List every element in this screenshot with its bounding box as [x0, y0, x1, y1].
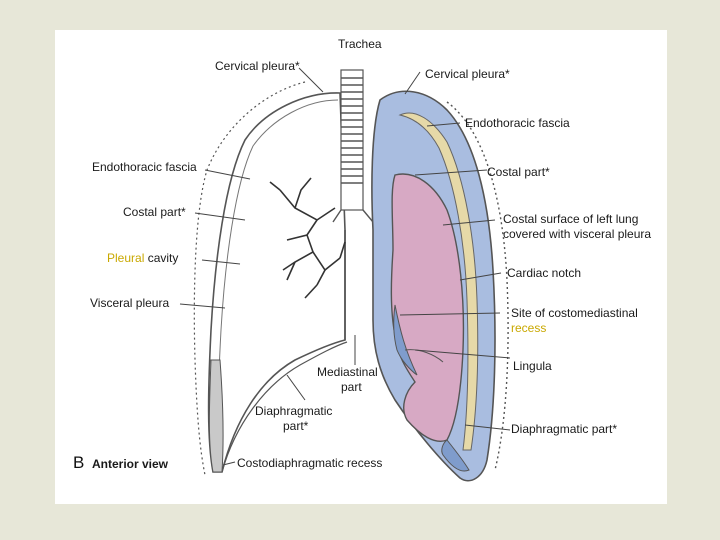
right-chest-wall-line: [193, 81, 306, 476]
label-diaphragmatic-center-1: Diaphragmatic: [255, 404, 332, 418]
figure-letter: B: [73, 453, 84, 472]
label-lingula: Lingula: [513, 359, 552, 373]
diaphragm-curve-right: [221, 341, 348, 473]
label-costomediastinal-2: recess: [511, 321, 546, 335]
chest-wall-line: [446, 101, 509, 471]
left-pleural-sac: [371, 90, 509, 482]
left-lung: [390, 173, 465, 442]
label-diaphragmatic-right: Diaphragmatic part*: [511, 422, 617, 436]
right-pleural-sac: [207, 92, 348, 473]
label-costal-surface-2: covered with visceral pleura: [503, 227, 651, 241]
label-mediastinal-1: Mediastinal: [317, 365, 378, 379]
label-mediastinal-2: part: [341, 380, 362, 394]
leader-lines: [179, 67, 511, 466]
label-costal-part-left: Costal part*: [123, 205, 186, 219]
lingula-curve: [404, 349, 444, 363]
label-costal-surface-1: Costal surface of left lung: [503, 212, 638, 226]
right-parietal-pleura: [207, 92, 346, 473]
bronchial-tree: [269, 177, 346, 299]
label-cervical-pleura-left: Cervical pleura*: [425, 67, 510, 81]
label-cardiac-notch: Cardiac notch: [507, 266, 581, 280]
costodiaphragmatic-recess-shape: [208, 359, 224, 473]
label-pleural-cavity-rest: cavity: [148, 251, 179, 265]
label-endothoracic-fascia-right: Endothoracic fascia: [465, 116, 570, 130]
pleura-diagram: Trachea Cervical pleura* Cervical pleura…: [73, 37, 651, 482]
label-diaphragmatic-center-2: part*: [283, 419, 309, 433]
label-pleural-cavity-highlight: Pleural: [107, 251, 144, 265]
figure-view-caption: Anterior view: [92, 457, 169, 471]
label-trachea: Trachea: [338, 37, 382, 51]
label-pleural-cavity: Pleural cavity: [107, 251, 178, 265]
trachea: [332, 69, 374, 223]
label-costal-part-right: Costal part*: [487, 165, 550, 179]
costomediastinal-recess-shape: [393, 304, 418, 376]
label-cervical-pleura-right: Cervical pleura*: [215, 59, 300, 73]
label-endothoracic-fascia-left: Endothoracic fascia: [92, 160, 197, 174]
diagram-panel: Trachea Cervical pleura* Cervical pleura…: [55, 30, 667, 504]
lower-recess-shape: [441, 439, 470, 472]
label-costomediastinal-1: Site of costomediastinal: [511, 306, 638, 320]
label-visceral-pleura: Visceral pleura: [90, 296, 169, 310]
label-costodiaphragmatic-recess: Costodiaphragmatic recess: [237, 456, 382, 470]
trachea-rings: [341, 77, 363, 184]
